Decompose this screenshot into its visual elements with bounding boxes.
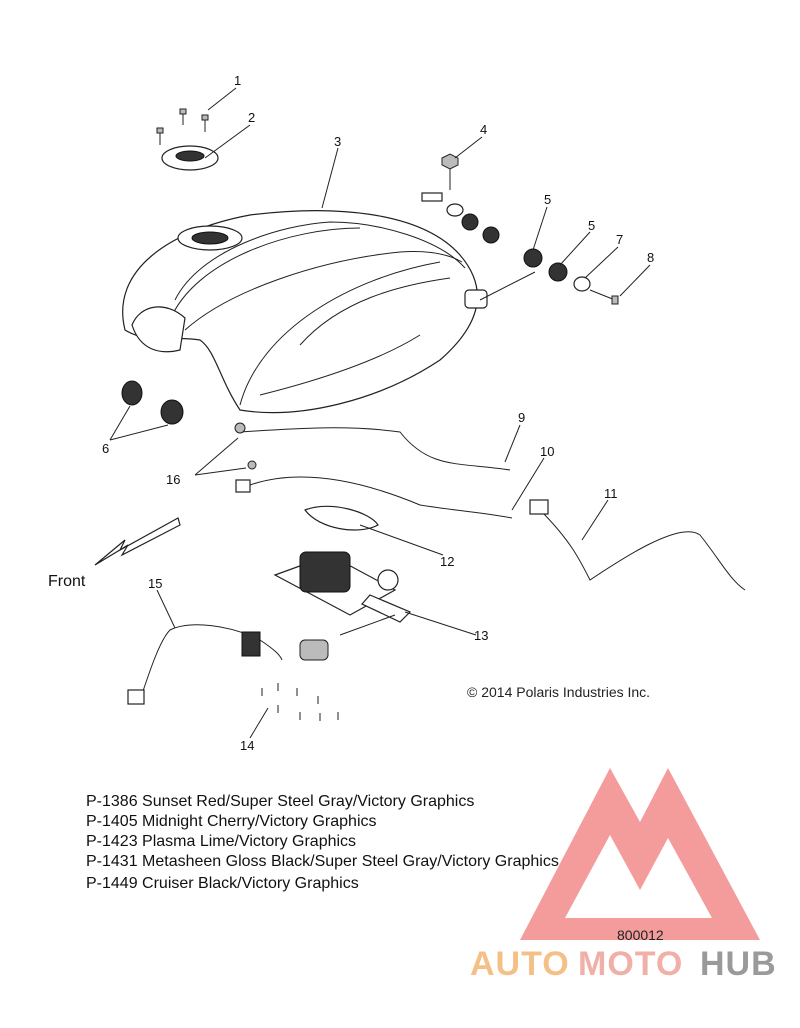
callout-5b: 5 — [588, 218, 595, 233]
watermark-moto: MOTO — [578, 945, 683, 983]
watermark-text: AUTO MOTO HUB — [470, 945, 777, 983]
fuel-lines — [234, 422, 513, 519]
callout-6: 6 — [102, 441, 109, 456]
fuel-tank — [122, 210, 488, 414]
part-line-1: P-1386 Sunset Red/Super Steel Gray/Victo… — [86, 793, 474, 810]
pump-gasket — [304, 505, 379, 531]
callout-9: 9 — [518, 410, 525, 425]
vent-hose — [529, 499, 746, 591]
callout-5a: 5 — [544, 192, 551, 207]
copyright-notice: © 2014 Polaris Industries Inc. — [467, 684, 650, 700]
watermark-triangle — [520, 768, 760, 940]
callout-1: 1 — [234, 73, 241, 88]
part-line-5: P-1449 Cruiser Black/Victory Graphics — [86, 875, 359, 892]
part-line-4: P-1431 Metasheen Gloss Black/Super Steel… — [86, 853, 559, 870]
callout-16: 16 — [166, 472, 180, 487]
fuel-pump — [273, 551, 412, 661]
supply-hose — [127, 624, 283, 705]
pump-screws — [261, 683, 339, 721]
callout-8: 8 — [647, 250, 654, 265]
fuel-cap-assembly — [156, 108, 219, 171]
callout-12: 12 — [440, 554, 454, 569]
callout-7: 7 — [616, 232, 623, 247]
callout-10: 10 — [540, 444, 554, 459]
part-line-2: P-1405 Midnight Cherry/Victory Graphics — [86, 813, 377, 830]
callout-11: 11 — [604, 486, 618, 501]
callout-14: 14 — [240, 738, 254, 753]
callout-labels: 1 2 3 4 5 5 6 7 8 9 10 11 12 13 14 15 16 — [102, 73, 654, 753]
tank-grommets — [121, 380, 184, 425]
watermark-auto: AUTO — [470, 945, 570, 983]
watermark-hub: HUB — [700, 945, 777, 983]
watermark-logo — [520, 768, 760, 940]
part-number-list: P-1386 Sunset Red/Super Steel Gray/Victo… — [86, 793, 559, 892]
front-label: Front — [48, 573, 86, 590]
diagram-id: 800012 — [617, 927, 664, 943]
leader-lines — [109, 87, 651, 739]
rear-mount-hardware — [421, 153, 619, 305]
callout-15: 15 — [148, 576, 162, 591]
callout-2: 2 — [248, 110, 255, 125]
callout-4: 4 — [480, 122, 487, 137]
callout-3: 3 — [334, 134, 341, 149]
part-line-3: P-1423 Plasma Lime/Victory Graphics — [86, 833, 356, 850]
callout-13: 13 — [474, 628, 488, 643]
front-arrow — [94, 517, 181, 566]
